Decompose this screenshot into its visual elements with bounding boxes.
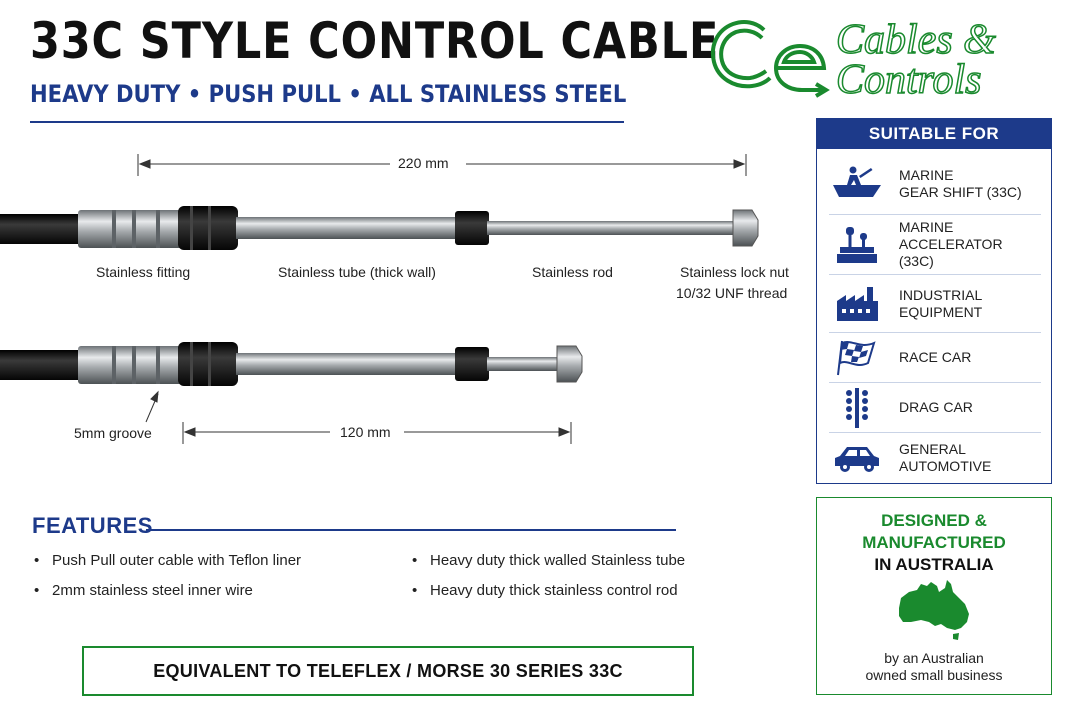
designed-manufactured-text: DESIGNED & MANUFACTURED bbox=[862, 511, 1006, 552]
car-icon bbox=[829, 438, 885, 478]
suitable-item-label: GENERAL AUTOMOTIVE bbox=[899, 441, 992, 474]
groove-pointer bbox=[145, 390, 159, 423]
label-stainless-fitting: Stainless fitting bbox=[96, 264, 191, 280]
suitable-for-panel: SUITABLE FOR MARINE GEAR SHIFT (33C) MAR… bbox=[816, 118, 1052, 484]
company-wordmark: Cables & Controls bbox=[835, 17, 996, 103]
drag-tree-icon bbox=[829, 387, 885, 428]
dimension-label-220: 220 mm bbox=[392, 155, 455, 171]
feature-item: Push Pull outer cable with Teflon liner bbox=[34, 552, 301, 569]
in-australia-text: IN AUSTRALIA bbox=[874, 555, 994, 574]
suitable-item-label: INDUSTRIAL EQUIPMENT bbox=[899, 286, 983, 320]
long-cable-assembly bbox=[0, 206, 759, 250]
wordmark-line-2: Controls bbox=[835, 57, 982, 103]
label-thread: 10/32 UNF thread bbox=[676, 285, 788, 301]
suitable-item-drag-car: DRAG CAR bbox=[829, 383, 1041, 433]
feature-item: Heavy duty thick stainless control rod bbox=[412, 582, 678, 599]
suitable-item-general-automotive: GENERAL AUTOMOTIVE bbox=[829, 433, 1041, 483]
suitable-item-label: RACE CAR bbox=[899, 349, 972, 365]
australia-map-icon bbox=[899, 580, 969, 640]
ce-monogram-logo-icon bbox=[711, 20, 830, 98]
page-title: 33C STYLE CONTROL CABLE bbox=[30, 12, 720, 70]
suitable-item-label: MARINE ACCELERATOR (33C) bbox=[898, 219, 1003, 269]
feature-item: Heavy duty thick walled Stainless tube bbox=[412, 552, 685, 569]
checkered-flag-icon bbox=[829, 338, 885, 378]
suitable-item-marine-accelerator: MARINE ACCELERATOR (33C) bbox=[829, 215, 1041, 275]
equivalent-banner: EQUIVALENT TO TELEFLEX / MORSE 30 SERIES… bbox=[82, 646, 694, 696]
made-in-australia-panel: DESIGNED & MANUFACTURED IN AUSTRALIA by … bbox=[816, 497, 1052, 695]
suitable-item-industrial: INDUSTRIAL EQUIPMENT bbox=[829, 275, 1041, 333]
label-lock-nut: Stainless lock nut bbox=[680, 264, 789, 280]
small-business-text: by an Australian owned small business bbox=[865, 650, 1003, 683]
subtitle-divider bbox=[30, 121, 624, 123]
page-subtitle: HEAVY DUTY • PUSH PULL • ALL STAINLESS S… bbox=[30, 80, 627, 108]
cable-diagram bbox=[0, 154, 759, 444]
label-stainless-rod: Stainless rod bbox=[532, 264, 613, 280]
boat-icon bbox=[829, 164, 885, 204]
suitable-for-heading: SUITABLE FOR bbox=[817, 119, 1051, 149]
wordmark-line-1: Cables & bbox=[835, 17, 996, 63]
short-cable-assembly bbox=[0, 342, 583, 386]
factory-icon bbox=[829, 284, 885, 324]
dimension-220 bbox=[137, 154, 747, 176]
features-divider bbox=[146, 529, 676, 531]
dimension-120 bbox=[182, 422, 572, 444]
suitable-item-race-car: RACE CAR bbox=[829, 333, 1041, 383]
feature-item: 2mm stainless steel inner wire bbox=[34, 582, 253, 599]
label-groove: 5mm groove bbox=[74, 425, 152, 441]
dimension-label-120: 120 mm bbox=[334, 424, 397, 440]
features-heading: FEATURES bbox=[32, 513, 153, 538]
suitable-item-marine-gear: MARINE GEAR SHIFT (33C) bbox=[829, 153, 1041, 215]
suitable-item-label: DRAG CAR bbox=[899, 399, 973, 415]
suitable-item-label: MARINE GEAR SHIFT (33C) bbox=[899, 166, 1022, 200]
throttle-lever-icon bbox=[829, 225, 885, 265]
label-stainless-tube: Stainless tube (thick wall) bbox=[278, 264, 436, 280]
